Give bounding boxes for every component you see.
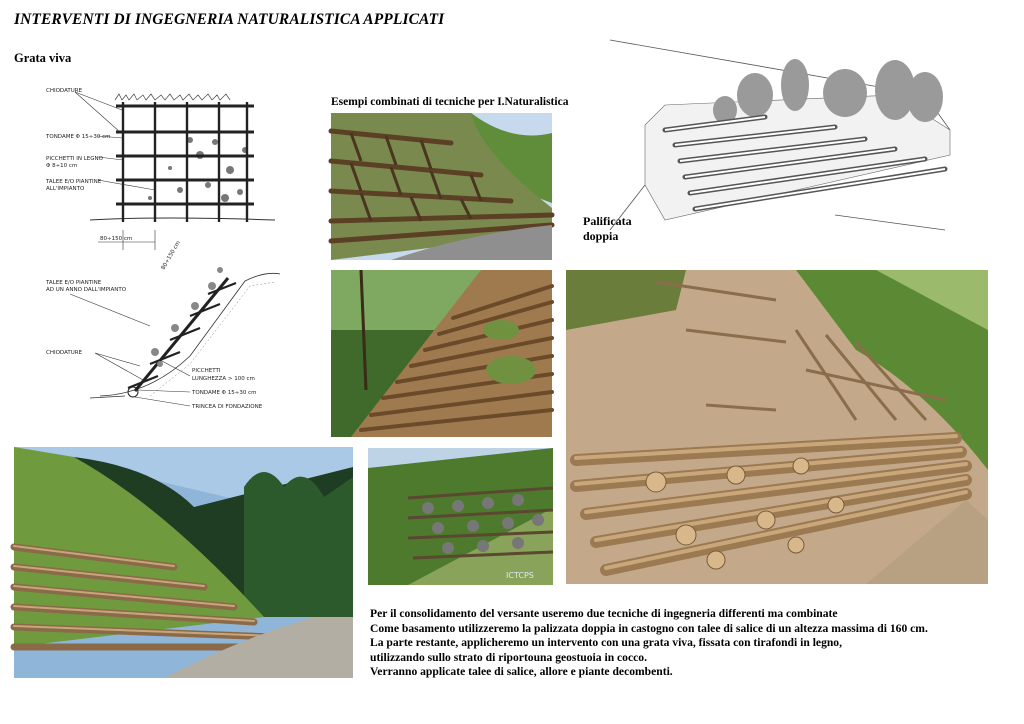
front-label-tondame: TONDAME Φ 15÷30 cm [45, 134, 111, 140]
section-label-anno: AD UN ANNO DALL'IMPIANTO [46, 287, 127, 293]
grata-front-drawing: CHIODATURE TONDAME Φ 15÷30 cm PICCHETTI … [40, 80, 280, 258]
section-label-picchetti: PICCHETTI [192, 368, 221, 374]
front-label-picchetti: PICCHETTI IN LEGNO [46, 156, 104, 162]
palificata-sketch [605, 35, 960, 231]
front-label-chiodature: CHIODATURE [46, 88, 83, 94]
photo-watermark: ICTCPS [506, 571, 534, 580]
front-label-impianto: ALL'IMPIANTO [46, 186, 85, 192]
section-label-lunghezza: LUNGHEZZA > 100 cm [192, 376, 255, 382]
description-line-2: Come basamento utilizzeremo la palizzata… [370, 621, 928, 635]
description-line-3: La parte restante, applicheremo un inter… [370, 636, 843, 650]
section-label-tondame: TONDAME Φ 15÷30 cm [191, 390, 257, 396]
section-label-chiodature: CHIODATURE [46, 350, 83, 356]
section-title-esempi: Esempi combinati di tecniche per I.Natur… [331, 96, 569, 108]
photo-palificata-doppia [566, 270, 988, 584]
section-label-trincea: TRINCEA DI FONDAZIONE [191, 404, 263, 410]
description-line-1: Per il consolidamento del versante usere… [370, 607, 838, 620]
palificata-line-2: doppia [583, 229, 619, 243]
description-line-5: Verranno applicate talee di salice, allo… [370, 665, 673, 679]
description-text: Per il consolidamento del versante usere… [370, 607, 1010, 680]
section-label-talee: TALEE E/O PIANTINE [45, 280, 102, 286]
photo-forest-palificata [331, 269, 554, 437]
front-label-picchetti-diam: Φ 8÷10 cm [46, 163, 77, 169]
photo-road-grata [328, 113, 555, 260]
photo-grata-stone: ICTCPS [368, 448, 554, 585]
page-title: INTERVENTI DI INGEGNERIA NATURALISTICA A… [14, 11, 445, 28]
grata-section-drawing: TALEE E/O PIANTINE AD UN ANNO DALL'IMPIA… [40, 240, 290, 426]
front-dimension: 80÷150 cm [100, 236, 132, 242]
description-line-4: utilizzando sullo strato di riportouna g… [370, 650, 647, 664]
front-label-talee: TALEE E/O PIANTINE [45, 179, 102, 185]
section-title-grata-viva: Grata viva [14, 51, 72, 65]
photo-road-palificata [10, 447, 353, 678]
